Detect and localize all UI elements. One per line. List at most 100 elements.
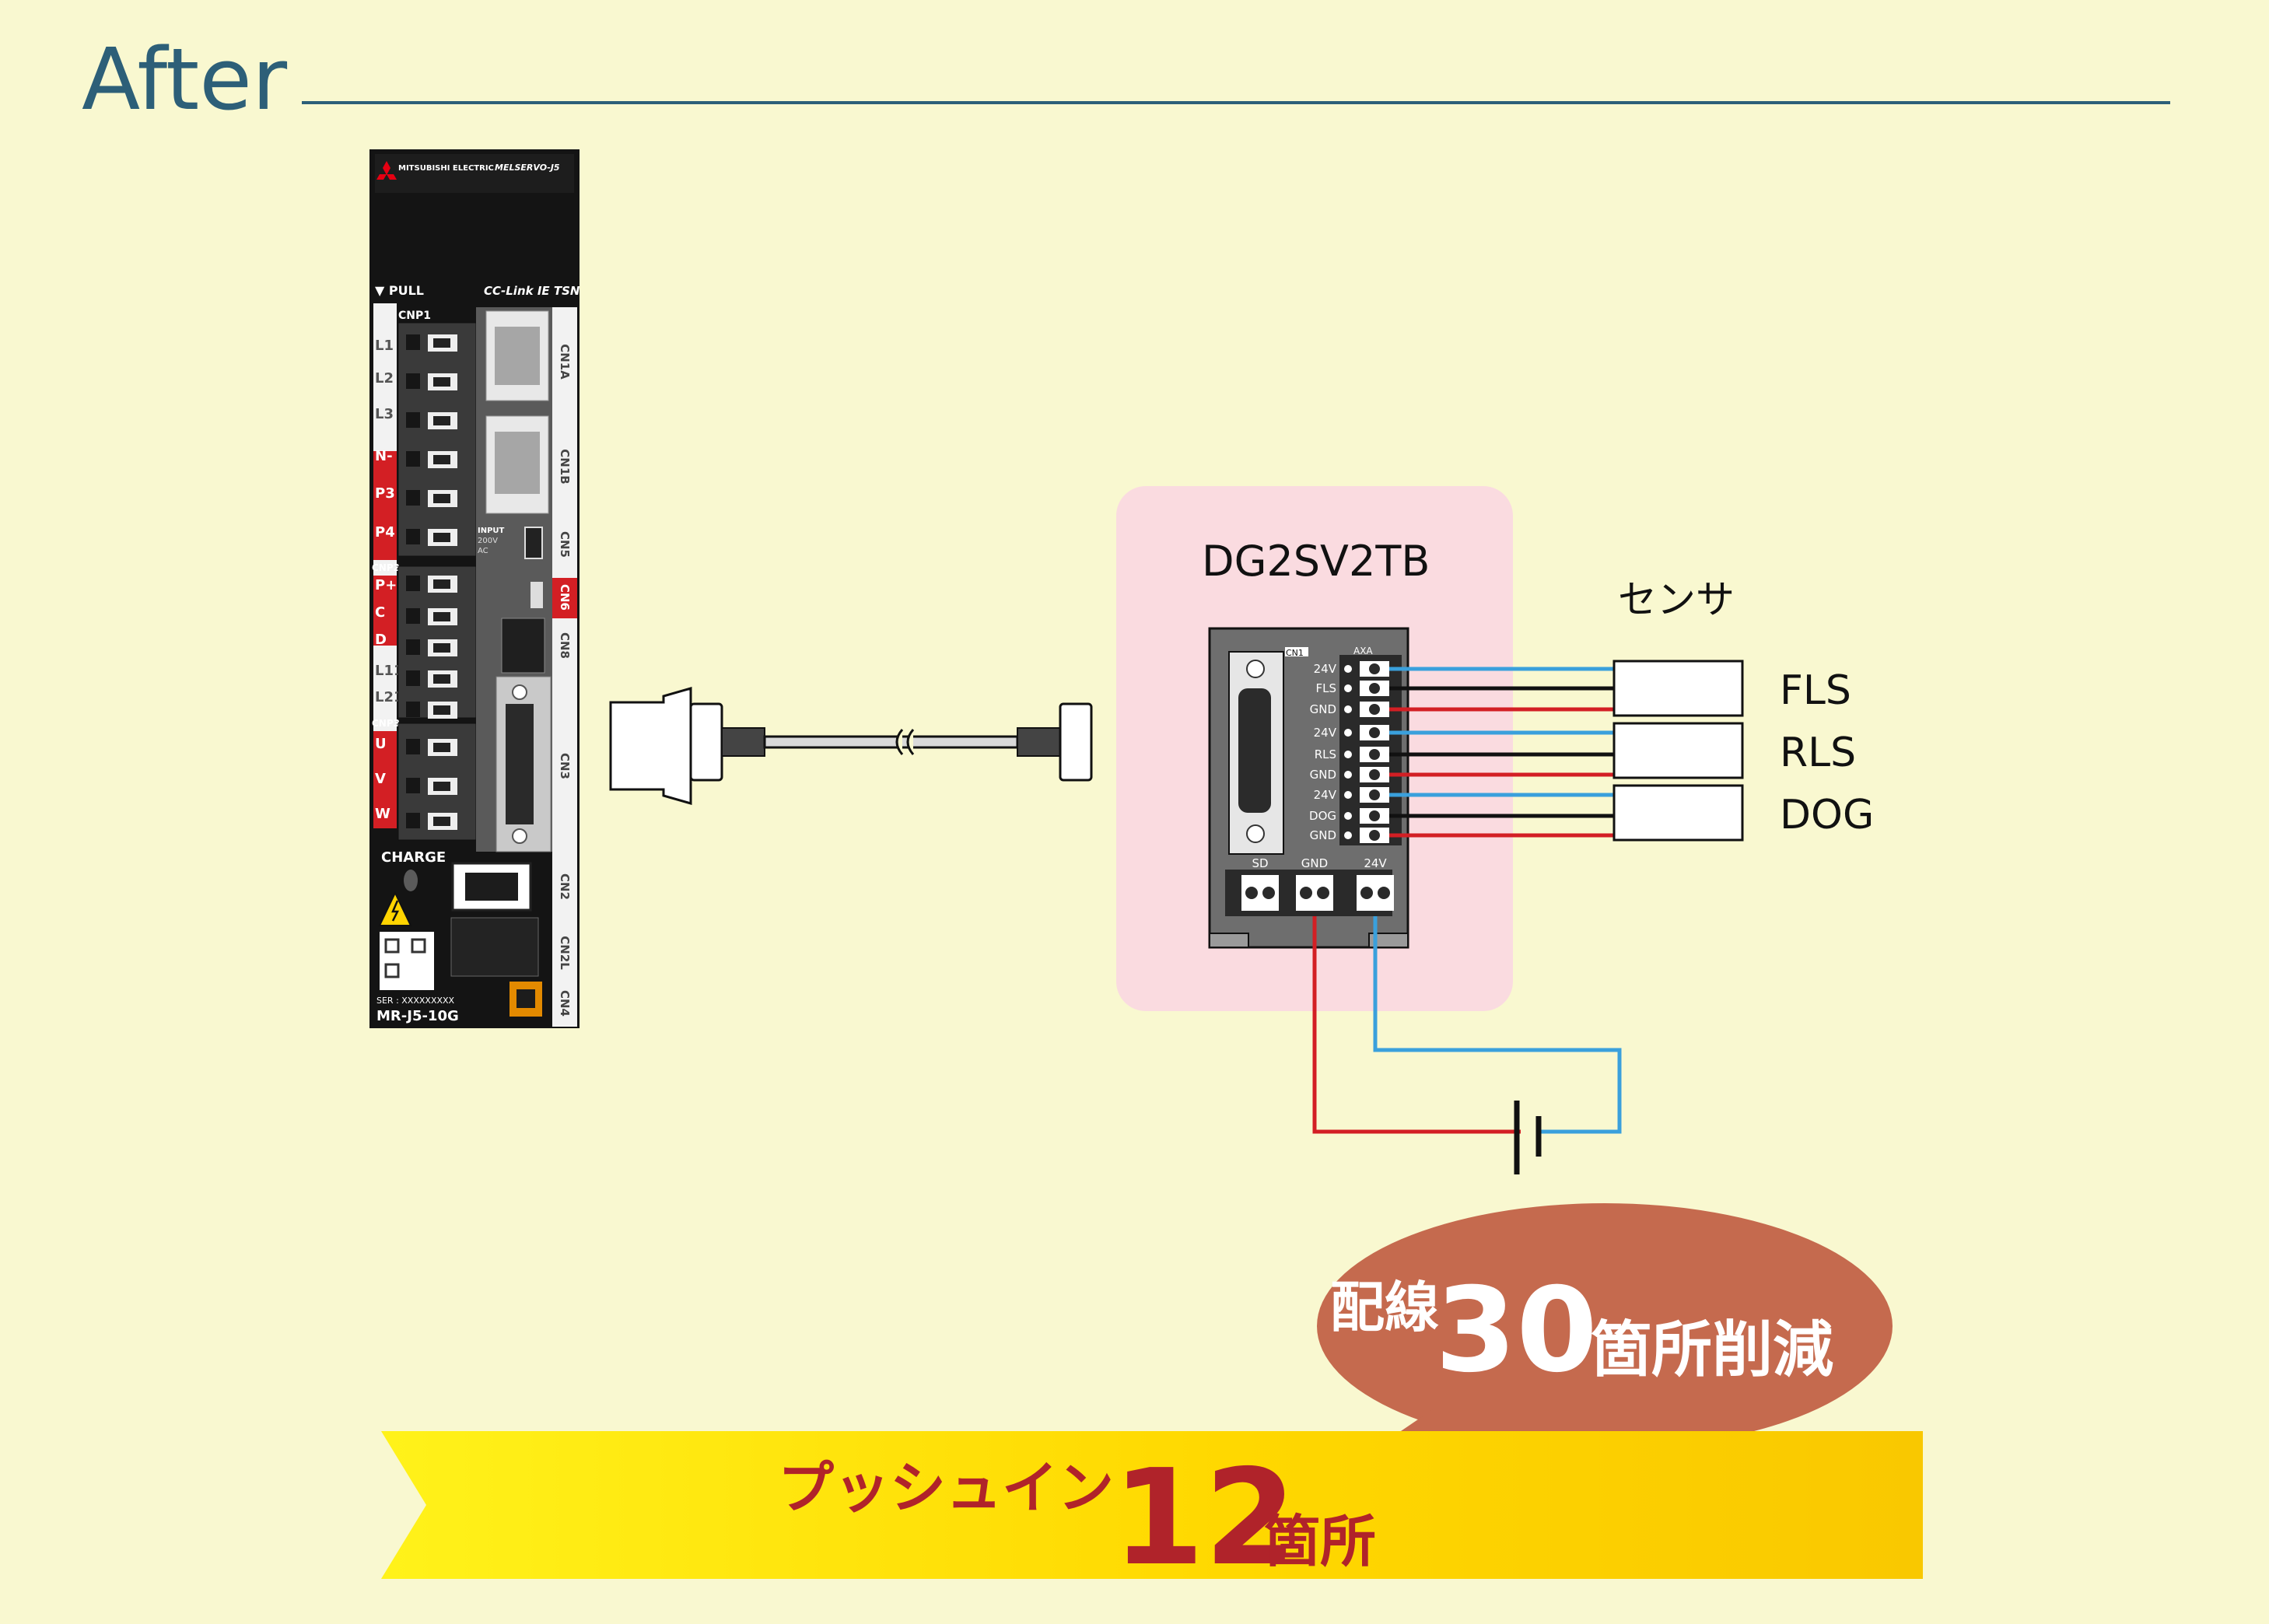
pin-label-6: 24V [1314,788,1337,802]
sensor-box-rls [1612,722,1744,779]
pin-label-8: GND [1310,828,1336,842]
terminal-label-5: P4 [375,524,395,541]
bottom-hole-a-1 [1300,887,1312,899]
bottom-label-2: 24V [1364,856,1387,870]
input-voltage: 200V [478,537,498,545]
terminal-label-13: W [375,806,390,822]
bottom-label-1: GND [1301,856,1328,870]
pin-label-0: 24V [1314,662,1337,676]
cn1-label-bg [1285,647,1308,656]
bottom-hole-b-1 [1317,887,1329,899]
pin-cell-c-8 [433,643,450,653]
port-label-cn2: CN2 [558,873,572,900]
bottom-hole-b-2 [1378,887,1390,899]
warning-icon [378,891,412,926]
terminal-label-0: L1 [375,338,394,354]
pin-cell-c-2 [433,416,450,425]
pin-hole-8 [1369,830,1380,841]
axa-label: AXA [1353,646,1373,656]
power-supply-wiring [1312,916,1622,1174]
banner-shape [381,1431,1923,1579]
cable-ferrite-left [721,727,765,757]
terminal-label-7: C [375,604,385,621]
pin-label-5: GND [1310,768,1336,782]
charge-label: CHARGE [381,849,446,866]
connection-cable [609,687,1201,805]
terminal-label-6: P+ [375,577,397,593]
bottom-label-0: SD [1252,856,1268,870]
bubble-pre: 配線 [1330,1276,1439,1339]
pin-label-7: DOG [1309,809,1336,823]
cn6-port [530,582,543,608]
pin-lever-1 [1344,684,1352,692]
port-label-cn1a: CN1A [558,344,572,380]
pin-cell-c-1 [433,377,450,387]
cn1-screw-bottom [1246,824,1265,843]
sensor-label-rls: RLS [1780,730,1856,776]
terminal-label-4: P3 [375,485,395,502]
cnp2-label: CNP2 [372,562,400,573]
pin-cell-a-7 [406,608,420,624]
cn3-socket [506,704,534,824]
bottom-hole-b-0 [1262,887,1275,899]
mitsubishi-logo-icon [376,161,397,180]
sensor-box-fls [1612,660,1744,717]
pin-cell-c-9 [433,674,450,684]
pin-cell-c-0 [433,338,450,348]
right-port-strip [552,307,577,1027]
left-terminal-red-c [373,731,397,828]
cable-strain-left [689,702,723,782]
pin-hole-5 [1369,769,1380,780]
cnp1-block [397,322,477,557]
servo-top-panel [375,154,574,193]
terminal-label-12: V [375,771,386,787]
cn3-screw-bottom [512,828,527,844]
terminal-label-3: N- [375,448,393,464]
pin-cell-a-9 [406,670,420,686]
cn1b-socket [495,432,540,494]
cn3-screw-top [512,684,527,700]
pin-hole-6 [1369,789,1380,800]
cable-plug-left [609,687,692,805]
bubble-post: 箇所削減 [1591,1315,1833,1385]
pin-lever-7 [1344,812,1352,820]
terminal-label-1: L2 [375,370,394,387]
pin-cell-c-5 [433,533,450,542]
cn1-label: CN1 [1286,648,1304,658]
bubble-shape [1317,1203,1893,1449]
pin-lever-5 [1344,771,1352,779]
pin-cell-a-6 [406,576,420,591]
banner-post: 箇所 [1264,1509,1376,1574]
port-label-cn5: CN5 [558,531,572,558]
pin-cell-c-4 [433,494,450,503]
servo-amplifier: MITSUBISHI ELECTRIC MELSERVO-J5 ▼ PULL C… [369,149,580,1028]
push-in-banner: プッシュイン 12 箇所 [381,1431,1923,1595]
network-label: CC-Link IE TSN [484,284,580,298]
pin-hole-3 [1369,727,1380,738]
sensor-wires [1389,667,1614,838]
cnp3-label: CNP3 [372,718,400,729]
pin-label-1: FLS [1315,681,1336,695]
port-label-cn1b: CN1B [558,449,572,484]
servo-series: MELSERVO-J5 [495,163,560,173]
pin-cell-a-4 [406,490,420,506]
warning-bolt [391,900,400,922]
pin-lever-0 [1344,665,1352,673]
sensor-box-dog [1612,784,1744,842]
24v-wire [1373,916,1622,1134]
cn1-connector [1228,651,1284,855]
input-label: INPUT [478,527,505,535]
cn5-usb-port [524,527,543,559]
left-terminal-red-a [373,451,397,560]
cable-strain-right [1059,702,1093,782]
led-3 [384,963,400,978]
pin-cell-a-2 [406,412,420,428]
sensor-heading: センサ [1618,577,1735,622]
bottom-hole-a-0 [1245,887,1258,899]
